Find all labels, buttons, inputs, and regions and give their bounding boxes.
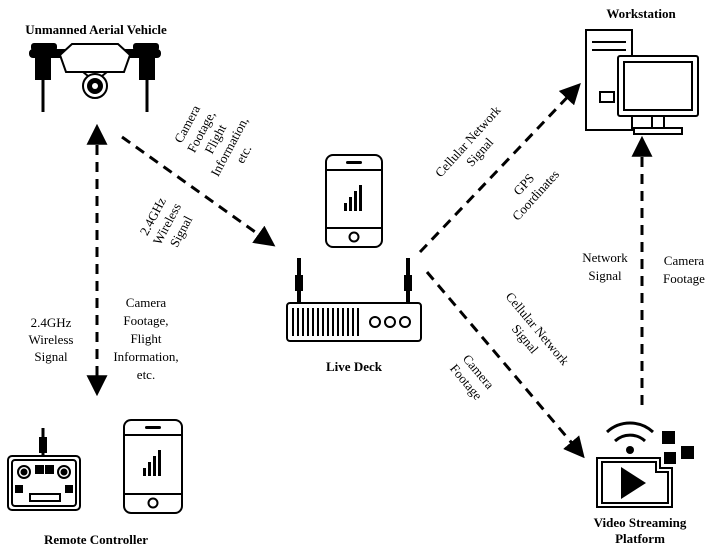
svg-text:Information,: Information, [113, 349, 178, 364]
svg-text:Signal: Signal [34, 349, 68, 364]
svg-text:etc.: etc. [137, 367, 155, 382]
uav-title: Unmanned Aerial Vehicle [25, 22, 167, 37]
label-ws-network: Network Signal [582, 250, 628, 283]
drone-icon [29, 43, 161, 112]
remote-controller-icon [7, 428, 81, 511]
desktop-computer-icon [585, 29, 699, 135]
svg-text:Network: Network [582, 250, 628, 265]
svg-text:Wireless: Wireless [29, 332, 74, 347]
svg-text:Camera: Camera [664, 253, 705, 268]
label-rc-signal: 2.4GHz Wireless Signal [29, 315, 74, 364]
svg-text:Camera: Camera [126, 295, 167, 310]
label-deck-stream-footage: Camera Footage [447, 351, 497, 403]
svg-text:Footage: Footage [663, 271, 705, 286]
router-icon [286, 258, 422, 342]
live-deck-title: Live Deck [326, 359, 383, 374]
smartphone-icon [123, 419, 183, 514]
workstation-title: Workstation [606, 6, 676, 21]
streaming-title-line1: Video Streaming [594, 515, 687, 530]
svg-text:2.4GHz: 2.4GHz [31, 315, 72, 330]
smartphone-icon [325, 154, 383, 248]
svg-text:Signal: Signal [588, 268, 622, 283]
label-deck-ws-network: Cellular Network Signal [432, 102, 504, 180]
label-uav-deck-signal: 2.4GHz Wireless Signal [136, 195, 195, 250]
streaming-title-line2: Platform [615, 531, 665, 546]
svg-text:Flight: Flight [130, 331, 161, 346]
svg-text:Footage,: Footage, [123, 313, 168, 328]
label-rc-data: Camera Footage, Flight Information, etc. [113, 295, 178, 382]
label-ws-camera: Camera Footage [663, 253, 705, 286]
label-uav-deck-data: Camera Footage, Flight Information, etc. [171, 102, 255, 178]
link-livedeck-streaming [425, 271, 585, 459]
link-livedeck-workstation [418, 82, 581, 254]
svg-text:Cellular Network: Cellular Network [432, 102, 504, 180]
label-deck-ws-gps: GPS Coordinates [509, 167, 562, 224]
video-streaming-icon [596, 421, 694, 508]
remote-controller-title: Remote Controller [44, 532, 148, 547]
label-deck-stream-network: Cellular Network Signal [503, 289, 573, 368]
link-uav-livedeck [121, 135, 276, 247]
